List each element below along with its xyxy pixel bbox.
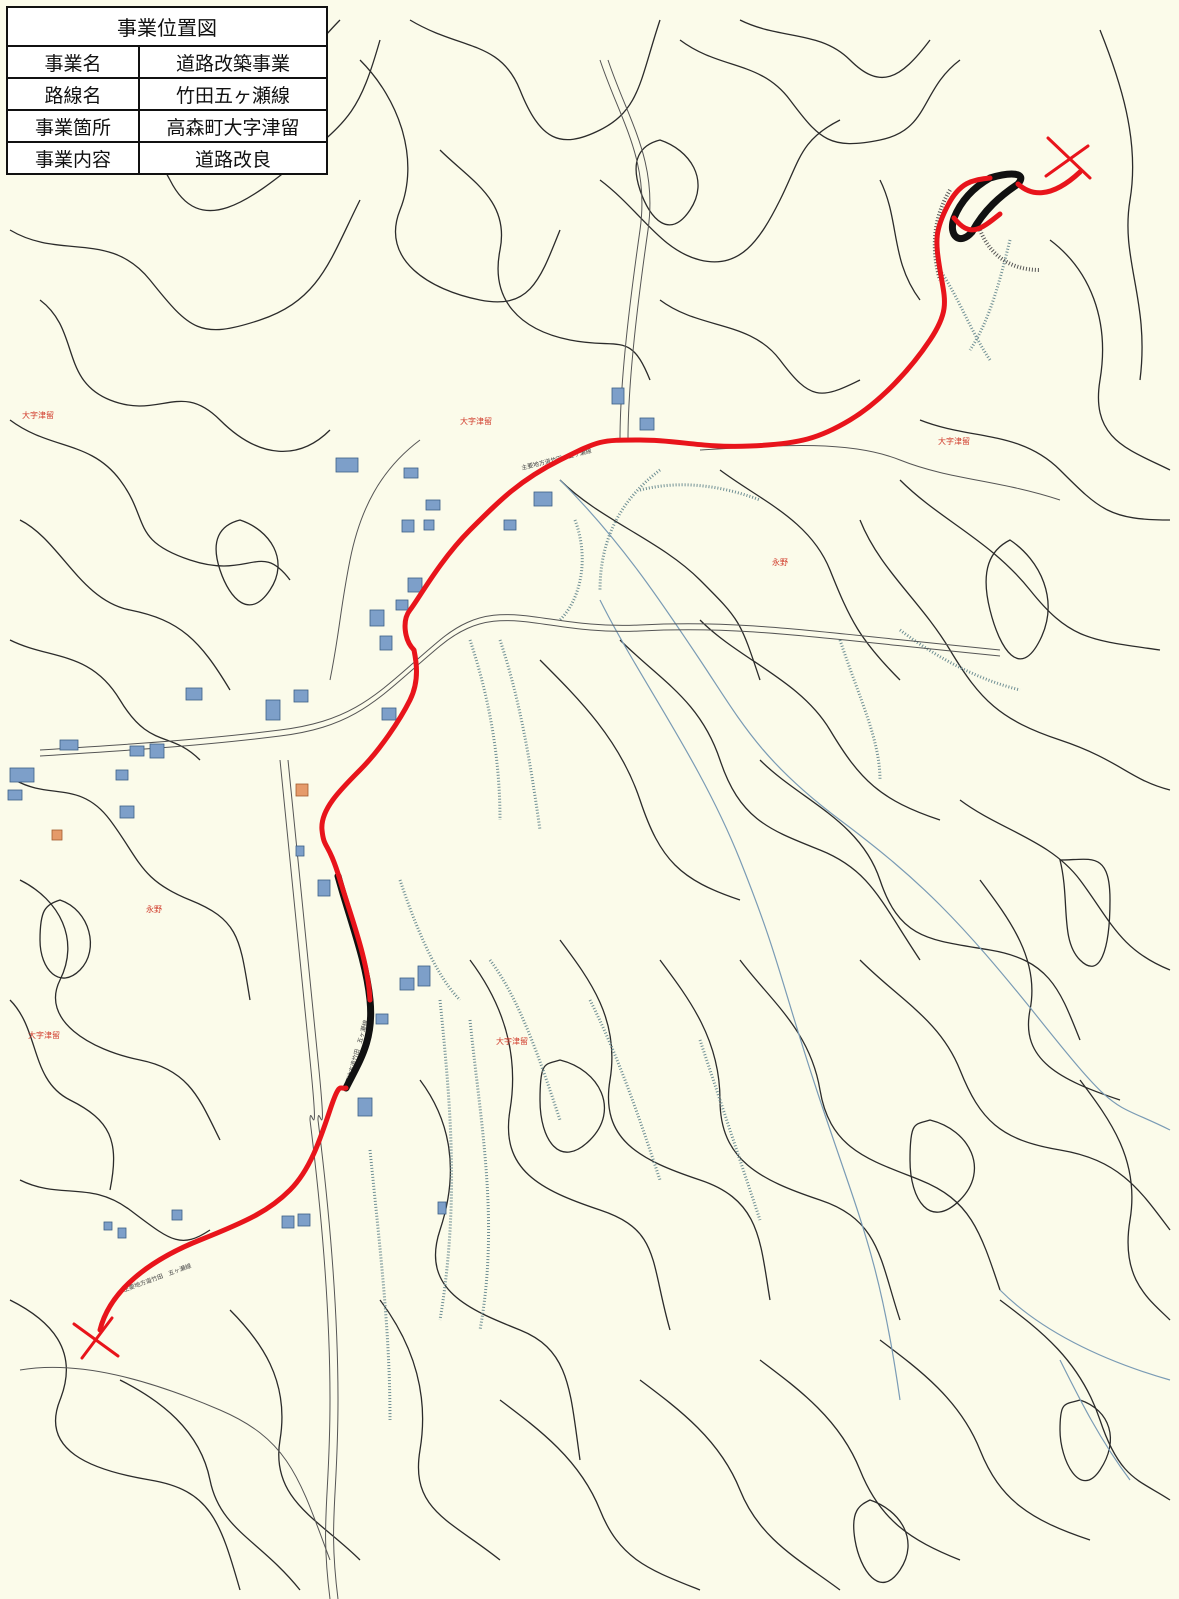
route-path xyxy=(97,169,1083,1333)
building xyxy=(297,1213,311,1227)
building xyxy=(375,1013,389,1025)
contour-lines xyxy=(9,19,1171,1591)
place-label: 大字津留 xyxy=(938,436,970,446)
place-label: 永野 xyxy=(146,904,162,914)
building xyxy=(533,491,553,507)
place-label: 大字津留 xyxy=(496,1036,528,1046)
building xyxy=(281,1215,295,1229)
building xyxy=(503,519,517,531)
row-label: 路線名 xyxy=(6,77,140,111)
building xyxy=(403,467,419,479)
building xyxy=(103,1221,113,1231)
building xyxy=(401,519,415,533)
place-label: 大字津留 xyxy=(28,1030,60,1040)
building xyxy=(171,1209,183,1221)
building xyxy=(425,499,441,511)
secondary-roads xyxy=(19,59,1061,1599)
building xyxy=(317,879,331,897)
building xyxy=(119,805,135,819)
row-label: 事業内容 xyxy=(6,141,140,175)
row-value: 道路改良 xyxy=(138,141,328,175)
building xyxy=(423,519,435,531)
row-label: 事業箇所 xyxy=(6,109,140,143)
buildings xyxy=(7,387,655,1239)
building xyxy=(7,789,23,801)
building-special xyxy=(295,783,309,797)
building xyxy=(59,739,79,751)
building xyxy=(407,577,423,593)
building xyxy=(115,769,129,781)
building xyxy=(611,387,625,405)
building xyxy=(117,1227,127,1239)
row-value: 竹田五ヶ瀬線 xyxy=(138,77,328,111)
table-row: 事業箇所 高森町大字津留 xyxy=(6,109,328,143)
building xyxy=(185,687,203,701)
building xyxy=(381,707,397,721)
table-row: 路線名 竹田五ヶ瀬線 xyxy=(6,77,328,111)
building xyxy=(399,977,415,991)
building xyxy=(639,417,655,431)
building xyxy=(369,609,385,627)
table-title: 事業位置図 xyxy=(6,6,328,45)
place-labels: 大字津留 大字津留 大字津留 永野 永野 大字津留 大字津留 xyxy=(22,410,970,1046)
building xyxy=(357,1097,373,1117)
building xyxy=(129,745,145,757)
building-special xyxy=(51,829,63,841)
building xyxy=(437,1201,447,1215)
special-buildings xyxy=(51,783,309,841)
place-label: 永野 xyxy=(772,557,788,567)
building xyxy=(417,965,431,987)
row-label: 事業名 xyxy=(6,45,140,79)
building xyxy=(149,743,165,759)
table-row: 事業名 道路改築事業 xyxy=(6,45,328,79)
endpoint-markers xyxy=(72,136,1092,1360)
project-route xyxy=(97,169,1083,1333)
table-row: 事業内容 道路改良 xyxy=(6,141,328,175)
project-info-table: 事業位置図 事業名 道路改築事業 路線名 竹田五ヶ瀬線 事業箇所 高森町大字津留… xyxy=(6,6,328,175)
row-value: 道路改築事業 xyxy=(138,45,328,79)
building xyxy=(293,689,309,703)
endpoint-marker-south xyxy=(72,1316,120,1360)
place-label: 大字津留 xyxy=(22,410,54,420)
building xyxy=(265,699,281,721)
building xyxy=(295,845,305,857)
streams xyxy=(559,479,1171,1481)
place-label: 大字津留 xyxy=(460,416,492,426)
endpoint-marker-north xyxy=(1044,136,1092,180)
building xyxy=(335,457,359,473)
building xyxy=(395,599,409,611)
building xyxy=(379,635,393,651)
row-value: 高森町大字津留 xyxy=(138,109,328,143)
cliff-hatching xyxy=(368,239,1021,1421)
route-hairpin-link xyxy=(951,211,1003,233)
building xyxy=(9,767,35,783)
